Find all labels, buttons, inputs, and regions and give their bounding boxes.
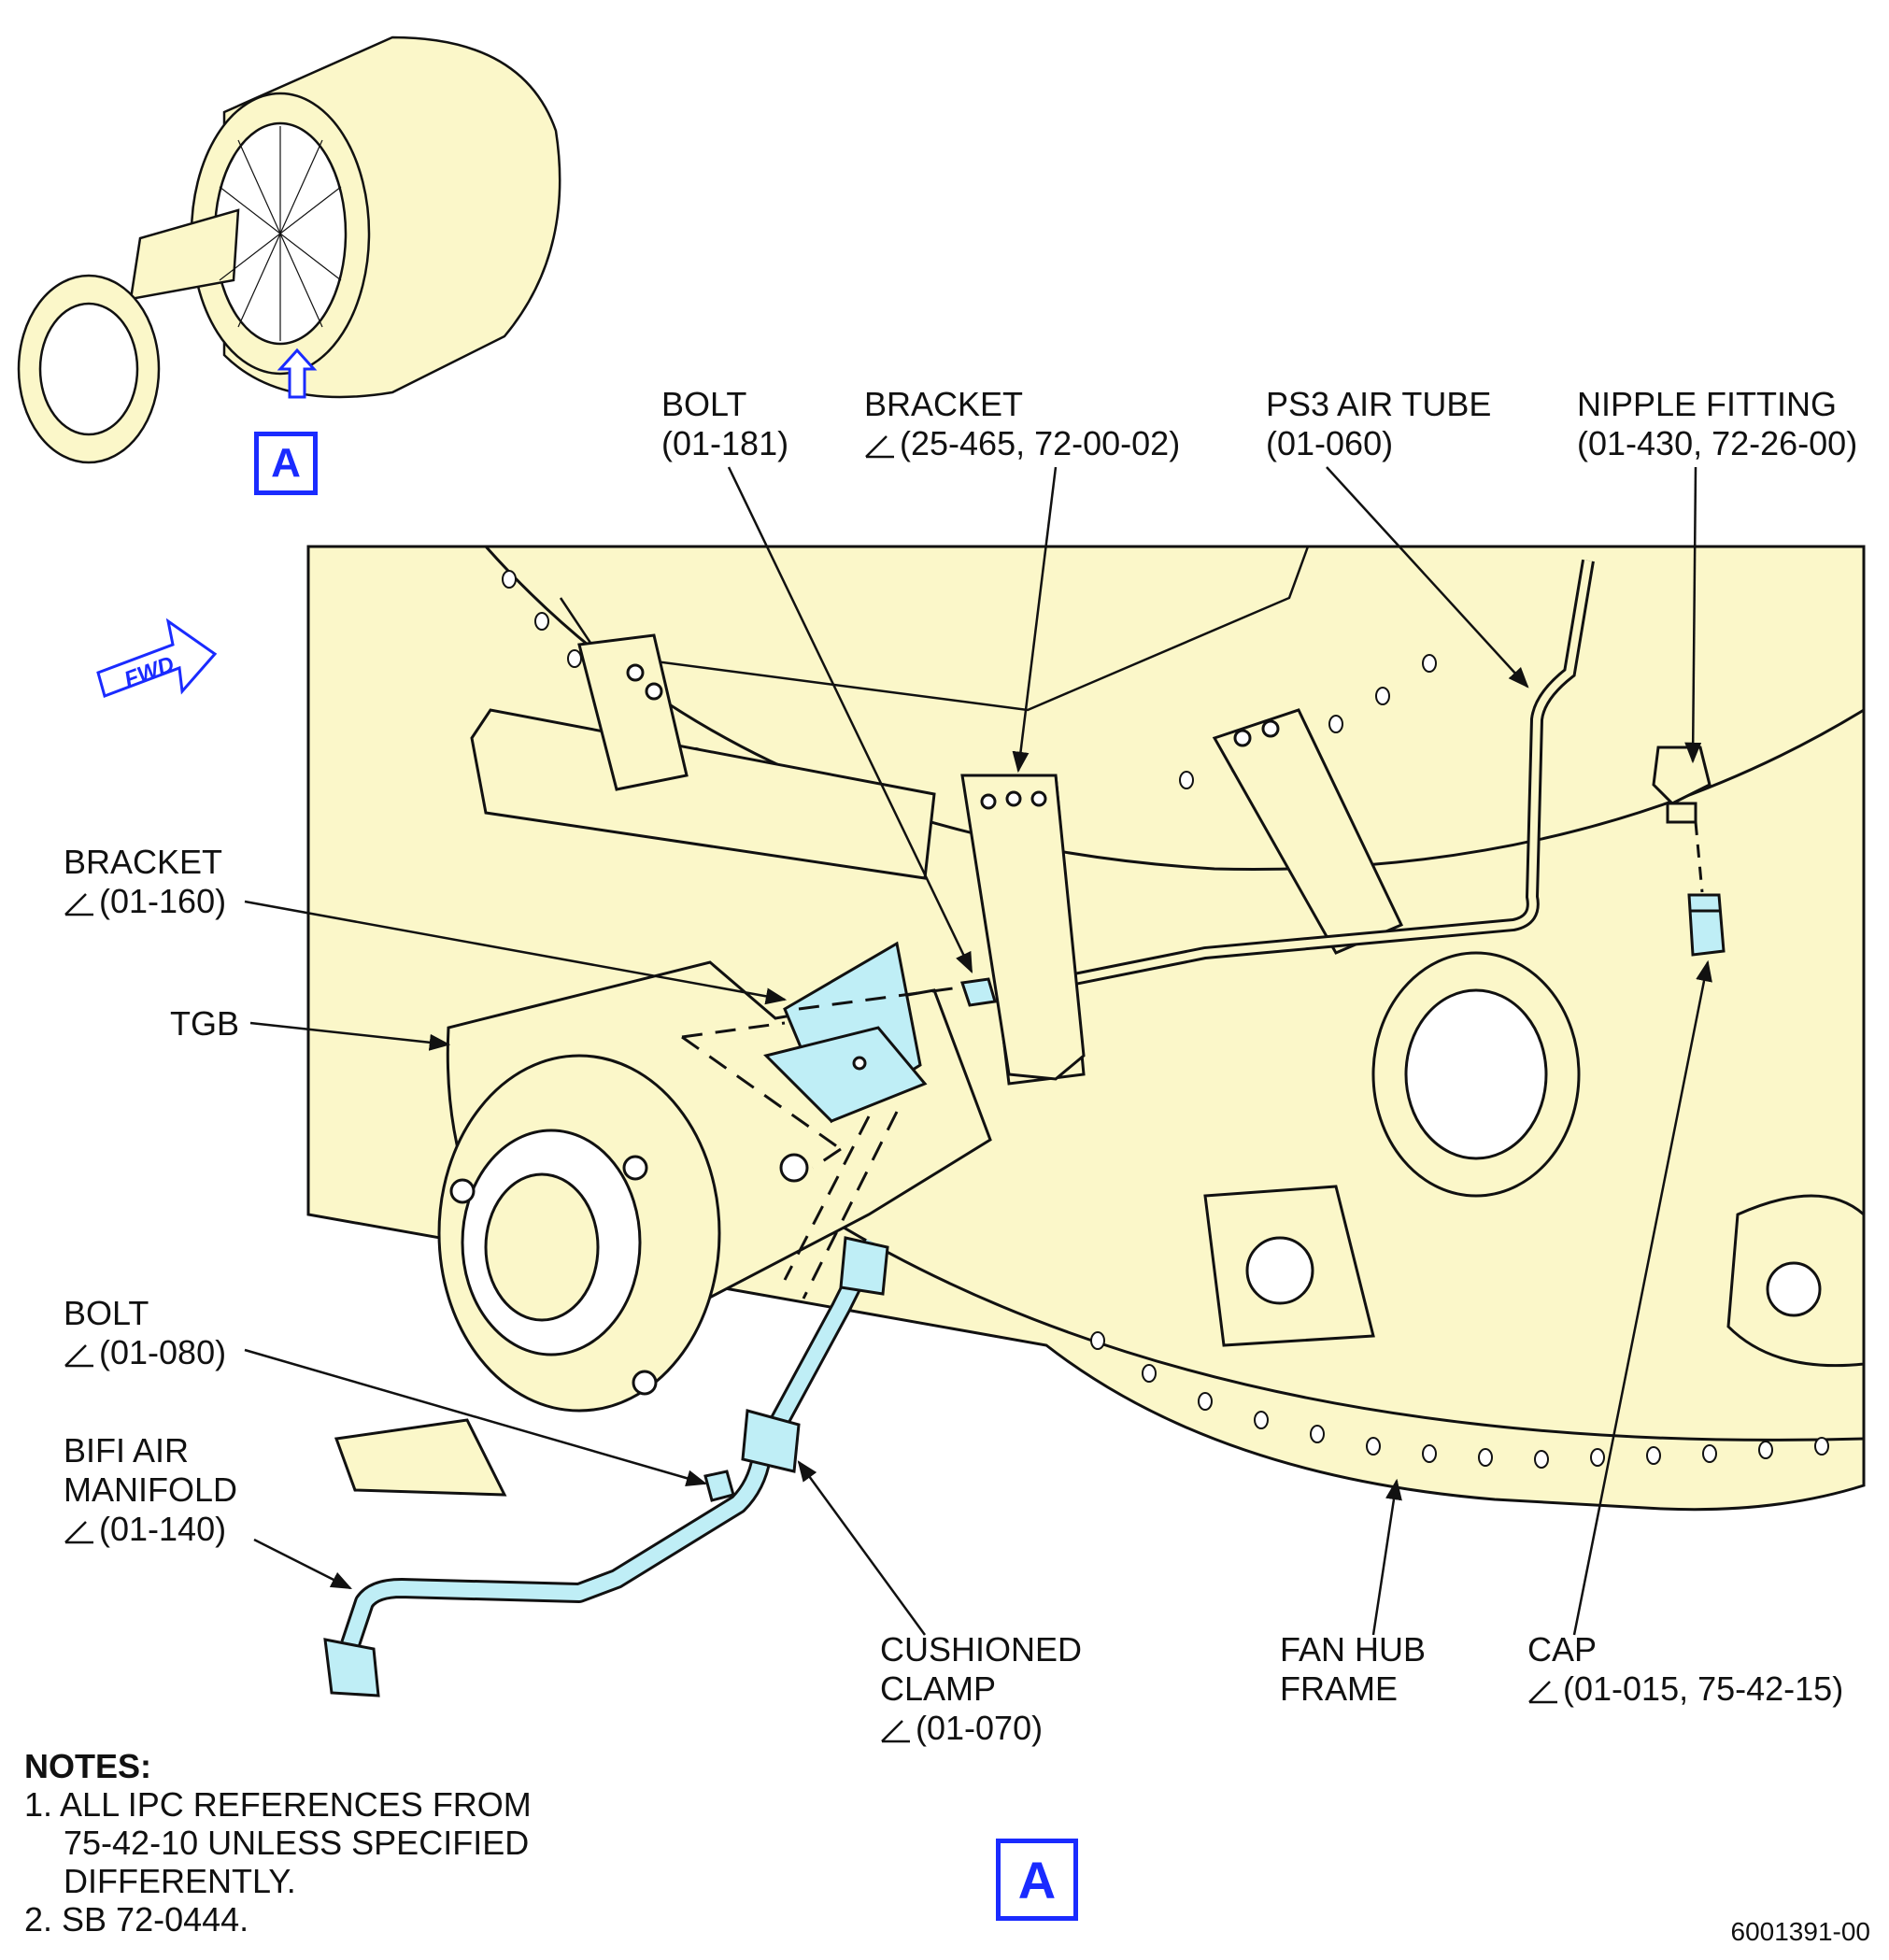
bifi-manifold-nut	[323, 1236, 889, 1697]
label-nipple-fitting: NIPPLE FITTING (01-430, 72-26-00)	[1577, 385, 1858, 462]
cap-centerline	[1694, 821, 1704, 893]
notes-title: NOTES:	[24, 1747, 152, 1785]
sb-triangle-icon	[64, 1344, 93, 1368]
fwd-arrow: FWD	[96, 618, 218, 698]
label-cap: CAP (01-015, 75-42-15)	[1527, 1630, 1844, 1708]
note-2: 2. SB 72-0444.	[24, 1900, 249, 1939]
notes-block: NOTES: 1. ALL IPC REFERENCES FROM 75-42-…	[24, 1747, 532, 1939]
note-1-cont2: DIFFERENTLY.	[64, 1862, 296, 1900]
right-fittings	[1203, 951, 1866, 1368]
bolt-01-080	[703, 1470, 735, 1502]
bracket-25-465	[960, 774, 1086, 1081]
label-bifi-air-manifold: BIFI AIR MANIFOLD (01-140)	[64, 1431, 238, 1548]
sb-triangle-icon	[881, 1720, 910, 1743]
label-bolt-01-080: BOLT (01-080)	[64, 1294, 227, 1371]
locator-fan-blades	[219, 126, 342, 341]
ps3-air-tube	[1016, 559, 1595, 997]
label-ps3-air-tube: PS3 AIR TUBE (01-060)	[1266, 385, 1492, 462]
sb-triangle-icon	[865, 435, 894, 459]
view-marker-locator: A	[254, 432, 318, 495]
label-bracket-01-160: BRACKET (01-160)	[64, 843, 227, 920]
figure-number: 6001391-00	[1730, 1917, 1870, 1946]
note-1: 1. ALL IPC REFERENCES FROM	[24, 1785, 532, 1824]
sb-triangle-icon	[1528, 1681, 1557, 1704]
label-tgb: TGB	[170, 1004, 240, 1043]
cushioned-clamp	[741, 1409, 801, 1473]
label-bracket-25-465: BRACKET (25-465, 72-00-02)	[864, 385, 1181, 462]
sb-triangle-icon	[64, 1521, 93, 1544]
leader-lines	[244, 466, 1712, 1636]
view-marker-main: A	[996, 1839, 1078, 1921]
locator-engine-view	[17, 36, 561, 464]
label-bolt-01-181: BOLT (01-181)	[661, 385, 789, 462]
bolt-01-181	[960, 977, 997, 1007]
label-cushioned-clamp: CUSHIONED CLAMP (01-070)	[880, 1630, 1083, 1747]
assembly-centerlines	[681, 987, 954, 1300]
label-fan-hub-frame: FAN HUB FRAME	[1280, 1630, 1427, 1708]
bracket-01-160	[763, 941, 928, 1124]
note-1-cont: 75-42-10 UNLESS SPECIFIED	[64, 1824, 530, 1862]
sb-triangle-icon	[64, 893, 93, 916]
cap	[1687, 893, 1726, 957]
